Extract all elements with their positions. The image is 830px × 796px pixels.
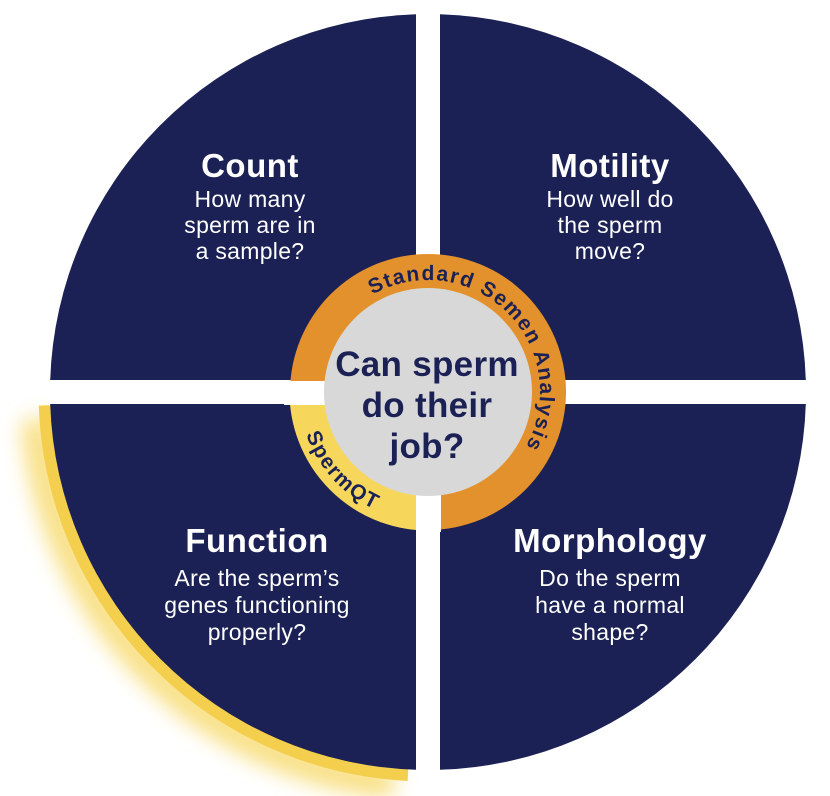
quadrant-motility-line: the sperm bbox=[558, 212, 663, 238]
quadrant-morphology-line: have a normal bbox=[535, 592, 685, 618]
center-circle bbox=[324, 288, 532, 496]
quadrant-morphology-line: shape? bbox=[571, 619, 648, 645]
quadrant-motility-title: Motility bbox=[550, 147, 670, 184]
ring-gap-bottom bbox=[416, 494, 441, 532]
quadrant-motility-shape bbox=[440, 14, 806, 380]
quadrant-motility-text: Motility How well do the sperm move? bbox=[546, 147, 673, 264]
quadrant-function-text: Function Are the sperm’s genes functioni… bbox=[164, 522, 349, 645]
quadrant-function-line: properly? bbox=[208, 619, 307, 645]
quadrant-count-text: Count How many sperm are in a sample? bbox=[184, 147, 315, 264]
quadrant-count-line: sperm are in bbox=[184, 212, 315, 238]
center-question-line: Can sperm bbox=[335, 345, 519, 384]
quadrant-count-line: a sample? bbox=[196, 238, 305, 264]
quadrant-morphology-title: Morphology bbox=[513, 522, 707, 559]
quadrant-count-line: How many bbox=[194, 186, 305, 212]
spermqt-segment bbox=[289, 387, 433, 531]
glow-blur-arc bbox=[22, 418, 395, 796]
quadrant-morphology-shape bbox=[440, 404, 806, 770]
quadrant-function-line: genes functioning bbox=[164, 592, 349, 618]
center-question-line: job? bbox=[388, 427, 464, 466]
quadrant-motility-line: How well do bbox=[546, 186, 673, 212]
function-quadrant-highlight-glow bbox=[22, 405, 409, 796]
quadrant-count-shape bbox=[50, 14, 416, 380]
ring-gap-left bbox=[284, 381, 326, 405]
center-question: Can sperm do their job? bbox=[335, 345, 519, 466]
quadrant-function-title: Function bbox=[185, 522, 328, 559]
quadrant-function-shape bbox=[50, 404, 416, 770]
quadrant-count-title: Count bbox=[201, 147, 299, 184]
quadrant-motility-line: move? bbox=[575, 238, 646, 264]
quadrant-morphology-line: Do the sperm bbox=[539, 565, 681, 591]
glow-rim-arc bbox=[38, 405, 409, 781]
center-question-line: do their bbox=[362, 386, 493, 425]
center-hub: Can sperm do their job? Standard Semen A… bbox=[284, 254, 566, 532]
quadrant-morphology-text: Morphology Do the sperm have a normal sh… bbox=[513, 522, 707, 645]
quadrant-function-line: Are the sperm’s bbox=[174, 565, 339, 591]
